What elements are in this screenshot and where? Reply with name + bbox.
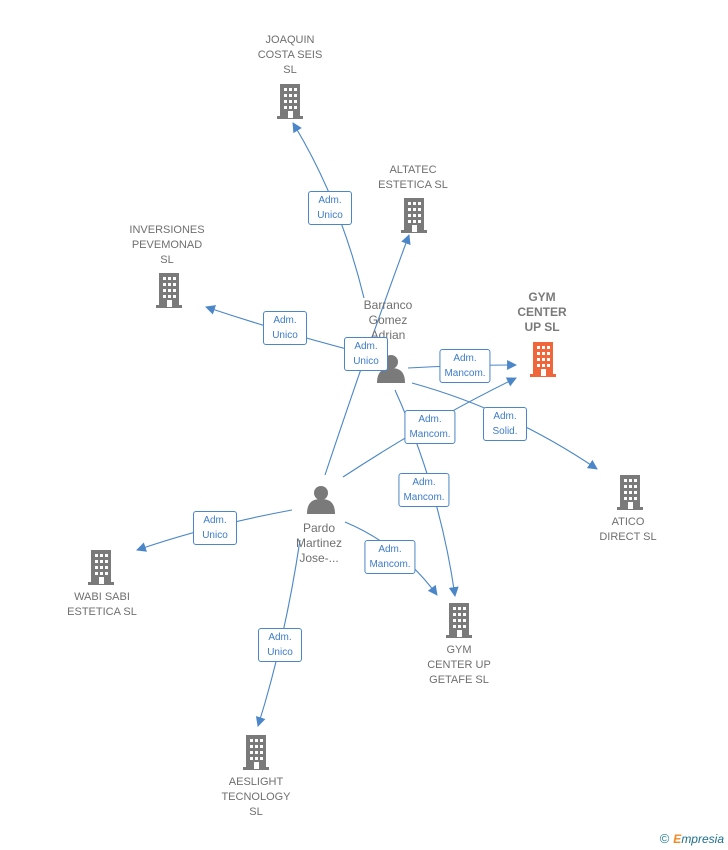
edge-label-pardo-aeslight[interactable]: Adm. Unico [258,628,302,662]
edge-label-barranco-gymcenter[interactable]: Adm. Mancom. [439,349,491,383]
building-icon[interactable] [401,198,427,233]
building-icon[interactable] [243,735,269,770]
edge-label-barranco-joaquin[interactable]: Adm. Unico [308,191,352,225]
node-label-gym-center-up[interactable]: GYM CENTER UP SL [517,290,567,334]
node-label-joaquin[interactable]: JOAQUIN COSTA SEIS SL [257,34,323,76]
node-label-wabi[interactable]: WABI SABI ESTETICA SL [67,591,137,618]
edge-label-pardo-gymcenter[interactable]: Adm. Mancom. [404,410,456,444]
edge-label-barranco-inversiones[interactable]: Adm. Unico [263,311,307,345]
node-label-barranco[interactable]: Barranco Gomez Adrian [363,298,413,342]
building-icon[interactable] [617,475,643,510]
edge-label-barranco-atico[interactable]: Adm. Solid. [483,407,527,441]
building-icon[interactable] [156,273,182,308]
edge-label-pardo-getafe[interactable]: Adm. Mancom. [364,540,416,574]
node-label-pardo[interactable]: Pardo Martinez Jose-... [295,521,342,565]
person-icon[interactable] [307,486,335,514]
node-label-aeslight[interactable]: AESLIGHT TECNOLOGY SL [221,776,291,818]
brand-name: mpresia [681,832,724,846]
focus-building-icon[interactable] [530,342,556,377]
brand-initial: E [673,832,682,846]
edge-label-barranco-getafe[interactable]: Adm. Mancom. [398,473,450,507]
node-label-gym-getafe[interactable]: GYM CENTER UP GETAFE SL [427,644,491,686]
node-label-atico[interactable]: ATICO DIRECT SL [599,516,657,543]
building-icon[interactable] [277,84,303,119]
node-label-inversiones[interactable]: INVERSIONES PEVEMONAD SL [129,224,205,266]
copyright-symbol: © [659,831,670,846]
edge-label-pardo-wabi[interactable]: Adm. Unico [193,511,237,545]
building-icon[interactable] [446,603,472,638]
node-label-altatec[interactable]: ALTATEC ESTETICA SL [378,164,448,191]
empresia-watermark: ©Empresia [660,831,724,846]
edge-label-pardo-altatec[interactable]: Adm. Unico [344,337,388,371]
building-icon[interactable] [88,550,114,585]
